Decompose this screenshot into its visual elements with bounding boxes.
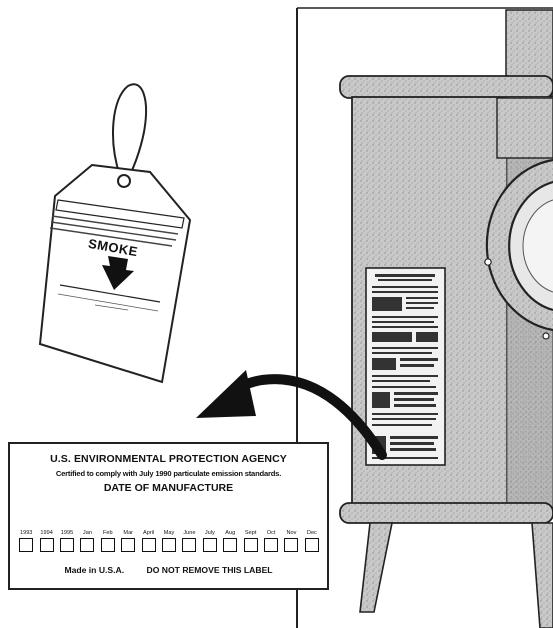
month-checkbox — [80, 538, 94, 552]
month-label: Nov — [287, 529, 297, 537]
month-column: 1995 — [57, 529, 77, 552]
month-column: Aug — [220, 529, 240, 552]
month-label: Sept — [245, 529, 257, 537]
month-label: May — [164, 529, 175, 537]
month-label: 1994 — [40, 529, 52, 537]
epa-footer: Made in U.S.A. DO NOT REMOVE THIS LABEL — [10, 565, 327, 575]
month-checkbox — [142, 538, 156, 552]
month-checkbox — [162, 538, 176, 552]
month-checkbox — [223, 538, 237, 552]
epa-label: U.S. ENVIRONMENTAL PROTECTION AGENCY Cer… — [8, 442, 329, 590]
month-label: July — [205, 529, 215, 537]
month-column: April — [138, 529, 158, 552]
month-checkbox — [203, 538, 217, 552]
stove-bottom-ledge — [340, 503, 553, 523]
epa-month-row: 1993 1994 1995 Jan Feb Mar April May Jun… — [16, 529, 322, 552]
month-checkbox — [244, 538, 258, 552]
month-label: 1995 — [61, 529, 73, 537]
month-checkbox — [305, 538, 319, 552]
stove-leg-right — [532, 523, 553, 628]
month-label: Jan — [83, 529, 92, 537]
stove-label-plate — [366, 268, 445, 465]
month-label: Aug — [225, 529, 235, 537]
month-label: Oct — [267, 529, 276, 537]
month-checkbox — [121, 538, 135, 552]
stove-top-plate — [340, 76, 553, 98]
month-column: 1994 — [36, 529, 56, 552]
month-column: 1993 — [16, 529, 36, 552]
month-checkbox — [182, 538, 196, 552]
month-checkbox — [284, 538, 298, 552]
month-column: Nov — [281, 529, 301, 552]
stove-leg-left — [360, 523, 392, 612]
smoke-hang-tag — [40, 84, 190, 382]
month-column: May — [159, 529, 179, 552]
month-checkbox — [101, 538, 115, 552]
month-label: Feb — [103, 529, 113, 537]
month-label: Dec — [307, 529, 317, 537]
month-column: Oct — [261, 529, 281, 552]
month-column: Mar — [118, 529, 138, 552]
month-checkbox — [40, 538, 54, 552]
month-column: July — [200, 529, 220, 552]
epa-date-title: DATE OF MANUFACTURE — [10, 482, 327, 494]
month-column: Dec — [302, 529, 322, 552]
epa-certification-text: Certified to comply with July 1990 parti… — [10, 469, 327, 478]
month-checkbox — [19, 538, 33, 552]
month-checkbox — [264, 538, 278, 552]
epa-agency-title: U.S. ENVIRONMENTAL PROTECTION AGENCY — [10, 453, 327, 465]
month-label: April — [143, 529, 154, 537]
month-column: Sept — [240, 529, 260, 552]
made-in-text: Made in U.S.A. — [64, 565, 124, 575]
month-column: Jan — [77, 529, 97, 552]
do-not-remove-text: DO NOT REMOVE THIS LABEL — [147, 565, 273, 575]
month-column: Feb — [98, 529, 118, 552]
month-label: 1993 — [20, 529, 32, 537]
month-checkbox — [60, 538, 74, 552]
month-label: June — [183, 529, 195, 537]
month-label: Mar — [123, 529, 133, 537]
month-column: June — [179, 529, 199, 552]
